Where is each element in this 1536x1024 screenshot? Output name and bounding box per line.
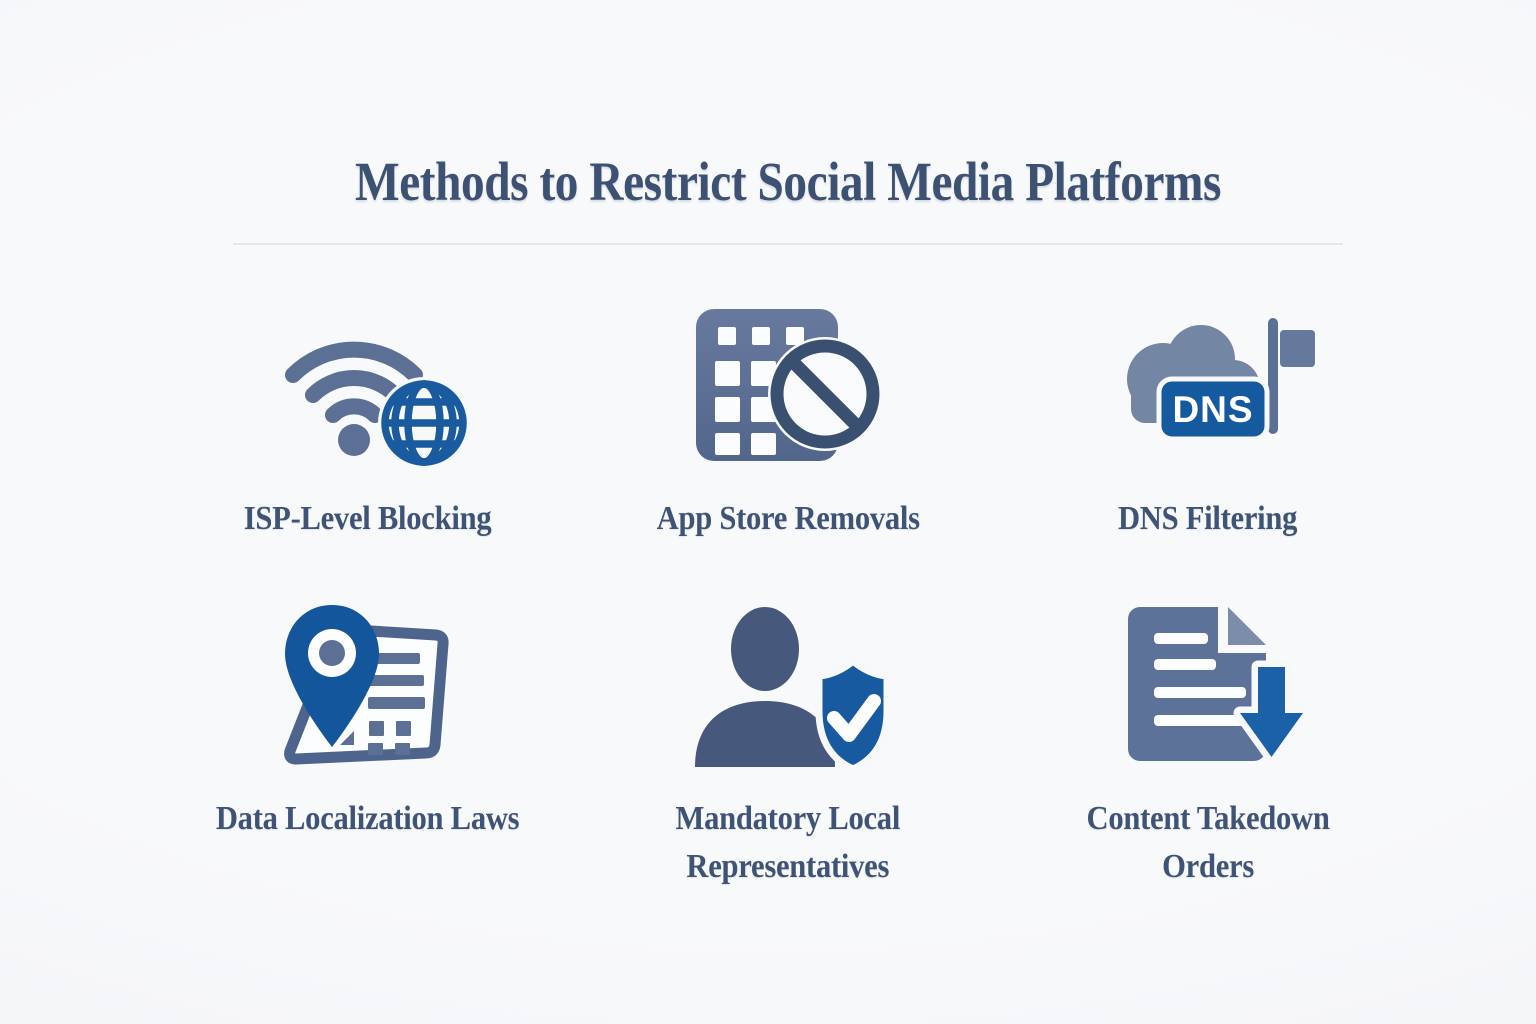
method-label: Data Localization Laws (216, 800, 520, 838)
method-card-isp-blocking: ISP-Level Blocking (158, 301, 578, 543)
method-label: App Store Removals (656, 500, 920, 538)
method-card-data-localization: Data Localization Laws (158, 601, 578, 891)
cloud-dns-flag-icon: DNS (1101, 301, 1316, 469)
wifi-globe-icon (261, 301, 476, 470)
method-card-dns-filtering: DNS DNS Filtering (998, 301, 1418, 543)
cloud-dns-flag-icon-svg: DNS (1126, 318, 1315, 442)
method-card-app-store-removals: App Store Removals (578, 301, 998, 543)
person-shield-check-icon (681, 601, 896, 772)
dns-badge-text: DNS (1172, 389, 1253, 430)
document-download-arrow-icon-svg (1128, 607, 1308, 764)
map-pin-document-icon-svg (284, 605, 449, 765)
check-mark (826, 694, 881, 743)
title-divider (233, 243, 1343, 246)
folded-corner (1228, 607, 1266, 646)
map-pin-document-icon (268, 601, 468, 769)
methods-grid: ISP-Level Blocking (158, 301, 1418, 891)
page-title: Methods to Restrict Social Media Platfor… (355, 151, 1221, 212)
wifi-globe-icon-svg (284, 341, 470, 470)
dns-badge (1156, 376, 1269, 442)
infographic: Methods to Restrict Social Media Platfor… (158, 0, 1418, 891)
app-grid-ban-icon-svg (696, 309, 882, 462)
download-arrow (1233, 660, 1308, 764)
document-download-arrow-icon (1108, 601, 1308, 769)
method-label: ISP-Level Blocking (244, 500, 492, 538)
person-shield-check-icon-svg (694, 607, 890, 772)
method-label: DNS Filtering (1118, 500, 1298, 538)
app-grid-ban-icon (688, 301, 888, 469)
flag (1279, 330, 1315, 368)
shield (815, 656, 890, 772)
